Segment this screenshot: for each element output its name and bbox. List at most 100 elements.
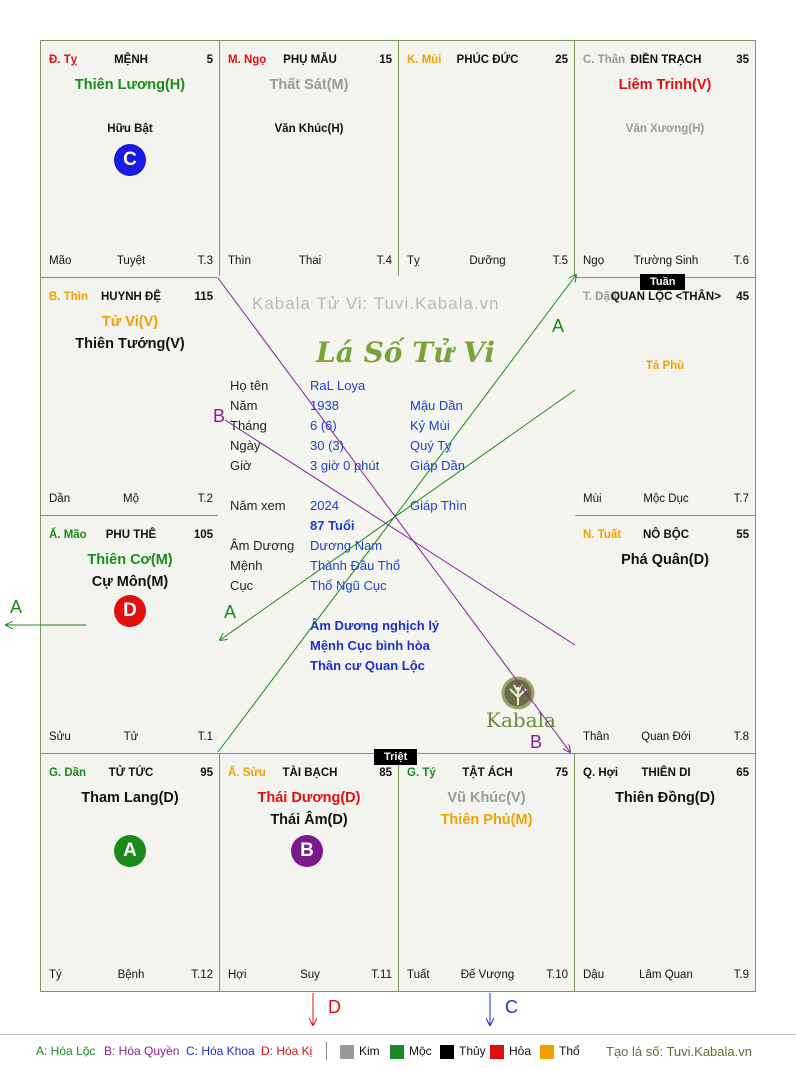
palace-hoi-pig[interactable]: Q. Hợi THIÊN DI 65 Thiên Đồng(D) Dậu Lâm…: [574, 753, 756, 992]
info-value: Thành Đầu Thổ: [310, 558, 401, 573]
footer-index: T.10: [546, 969, 568, 981]
major-star: Thiên Lương(H): [74, 77, 186, 93]
palace-footer: Mùi Mộc Dục T.7: [583, 493, 749, 507]
footer-stage: Bệnh: [117, 969, 145, 981]
major-star: Thái Dương(D): [257, 790, 361, 806]
palace-dau-rooster[interactable]: T. Dậu QUAN LỘC <THÂN> 45 Tả Phù Mùi Mộc…: [574, 277, 756, 516]
info-value: 87 Tuổi: [310, 518, 355, 533]
palace-name: TỬ TỨC: [108, 767, 154, 779]
legend-swatch: [340, 1045, 354, 1059]
legend-element: Hỏa: [509, 1044, 532, 1058]
palace-number: 25: [555, 54, 568, 66]
palace-can: B. Thìn: [49, 291, 88, 303]
footer-index: T.11: [371, 969, 392, 981]
palace-footer: Mão Tuyệt T.3: [49, 255, 213, 269]
palace-can: N. Tuất: [583, 529, 622, 541]
palace-number: 5: [206, 54, 213, 66]
footer-index: T.3: [197, 255, 213, 267]
major-star: Phá Quân(D): [621, 552, 709, 568]
palace-header: G. Dần TỬ TỨC 95: [49, 767, 213, 781]
palace-footer: Thìn Thai T.4: [228, 255, 392, 269]
palace-can: M. Ngọ: [228, 54, 267, 66]
line-a-short: [220, 389, 576, 640]
palace-can: C. Thân: [583, 54, 626, 66]
info-canchi: Mậu Dần: [410, 398, 463, 413]
info-row: Ngày 30 (3) Quý Tỵ: [230, 438, 530, 454]
palace-can: Ấ. Sửu: [228, 767, 266, 779]
info-value: 2024: [310, 498, 339, 513]
palace-number: 105: [193, 529, 213, 541]
info-label: Mệnh: [230, 558, 263, 573]
palace-thin-dragon[interactable]: B. Thìn HUYNH ĐỆ 115 Tử Vi(V)Thiên Tướng…: [40, 277, 220, 516]
info-label: Âm Dương: [230, 538, 295, 553]
legend-d: D: Hóa Kị: [261, 1044, 313, 1058]
footer-index: T.7: [733, 493, 749, 505]
major-star: Tham Lang(D): [81, 790, 179, 806]
palace-can: K. Mùi: [407, 54, 442, 66]
palace-name: TẬT ÁCH: [462, 767, 513, 779]
palace-mao-cat[interactable]: Ấ. Mão PHU THÊ 105 Thiên Cơ(M)Cự Môn(M) …: [40, 515, 220, 754]
palace-suu-ox[interactable]: Ấ. Sửu TÀI BẠCH 85 Thái Dương(D) Thái Âm(…: [219, 753, 399, 992]
palace-name: TÀI BẠCH: [282, 767, 338, 779]
footer-stage: Lâm Quan: [639, 969, 693, 981]
major-star: Thiên Tướng(V): [75, 336, 185, 352]
triet-tag: Triệt: [374, 749, 418, 765]
palace-can: T. Dậu: [583, 291, 617, 303]
info-value: Thổ Ngũ Cục: [310, 578, 387, 593]
label-c-outside: C: [505, 997, 518, 1017]
footer-branch: Thìn: [228, 255, 252, 267]
major-star: Thiên Phủ(M): [440, 812, 533, 828]
palace-dan-tiger[interactable]: G. Dần TỬ TỨC 95 Tham Lang(D) Tý Bệnh T.…: [40, 753, 220, 992]
footer-stage: Đế Vượng: [460, 969, 515, 981]
footer-stage: Suy: [300, 969, 320, 981]
info-label: Giờ: [230, 458, 252, 473]
line-a-diag: [217, 275, 576, 753]
palace-tuat-dog[interactable]: N. Tuất NÔ BỘC 55 Phá Quân(D) Thân Quan …: [574, 515, 756, 754]
footer-index: T.8: [733, 731, 749, 743]
footer-branch: Hợi: [228, 969, 247, 981]
info-value: 1938: [310, 398, 339, 413]
footer-index: T.2: [197, 493, 213, 505]
info-row: Âm Dương Dương Nam: [230, 538, 530, 554]
palace-header: Đ. Tỵ MỆNH 5: [49, 54, 213, 68]
palace-can: Q. Hợi: [583, 767, 619, 779]
kabala-brand-text: Kabala: [486, 708, 556, 732]
palace-header: Ấ. Sửu TÀI BẠCH 85: [228, 767, 392, 781]
palace-number: 85: [379, 767, 392, 779]
palace-ty-rat[interactable]: G. Tý TẬT ÁCH 75 Vũ Khúc(V)Thiên Phủ(M) …: [398, 753, 575, 992]
legend-divider: [326, 1042, 327, 1060]
palace-number: 55: [736, 529, 749, 541]
palace-footer: Dần Mộ T.2: [49, 493, 213, 507]
info-row: Mệnh Thành Đầu Thổ: [230, 558, 530, 574]
footer-stage: Trường Sinh: [633, 255, 699, 267]
palace-name: PHỤ MẪU: [283, 54, 337, 66]
label-b-left: B: [213, 406, 226, 426]
legend-swatch: [390, 1045, 404, 1059]
label-a-outside: A: [10, 597, 23, 617]
footer-stage: Tử: [123, 731, 139, 743]
palace-than-monkey[interactable]: C. Thân ĐIỀN TRẠCH 35 Liêm Trinh(V)Văn X…: [574, 40, 756, 278]
label-b-right: B: [530, 732, 543, 752]
palace-name: THIÊN DI: [641, 767, 691, 779]
palace-header: M. Ngọ PHỤ MẪU 15: [228, 54, 392, 68]
info-value: 3 giờ 0 phút: [310, 458, 380, 473]
legend-element: Thủy: [459, 1044, 486, 1058]
footer-index: T.6: [733, 255, 749, 267]
info-canchi: Giáp Dần: [410, 458, 465, 473]
palace-ty-snake[interactable]: Đ. Tỵ MỆNH 5 Thiên Lương(H)Hữu Bật Mão T…: [40, 40, 220, 278]
palace-number: 15: [379, 54, 392, 66]
legend-swatch: [490, 1045, 504, 1059]
palace-mui-goat[interactable]: K. Mùi PHÚC ĐỨC 25 Tỵ Dưỡng T.5: [398, 40, 575, 278]
footer-stage: Thai: [298, 255, 322, 267]
hoa-badge-a: A: [114, 835, 146, 867]
kabala-logo: [488, 675, 548, 735]
palace-can: Ấ. Mão: [49, 529, 87, 541]
palace-header: C. Thân ĐIỀN TRẠCH 35: [583, 54, 749, 68]
footer-branch: Tý: [49, 969, 62, 981]
hoa-badge-d: D: [114, 595, 146, 627]
palace-footer: Ngọ Trường Sinh T.6: [583, 255, 749, 269]
legend-element: Mộc: [409, 1044, 432, 1058]
major-star: Thái Âm(D): [270, 812, 348, 828]
info-label: Họ tên: [230, 378, 269, 393]
